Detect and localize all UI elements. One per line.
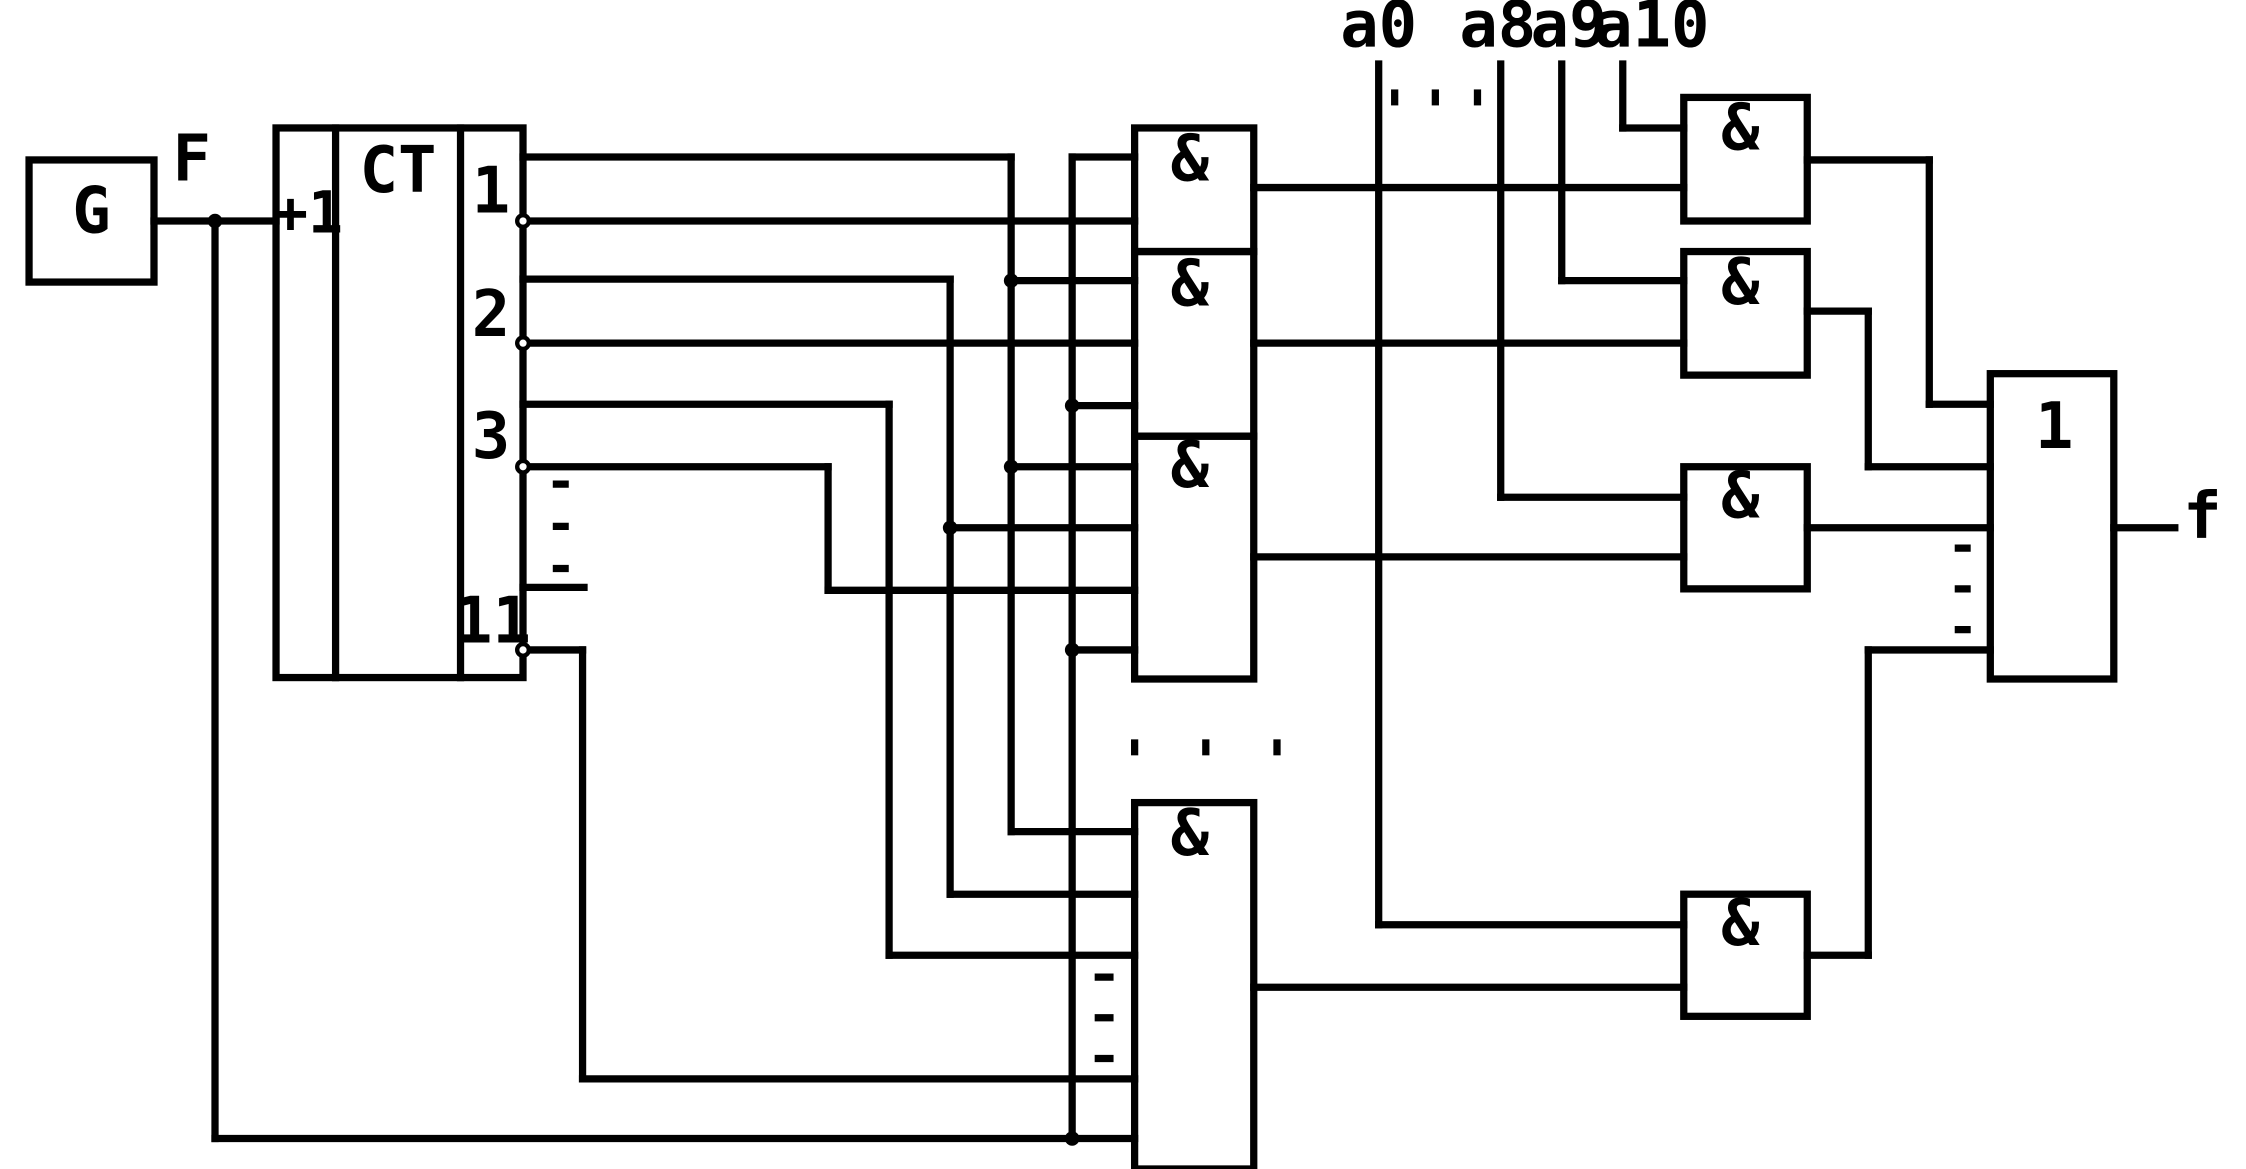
decoder-and-gate-1-label: &	[1171, 122, 1210, 196]
decoder-ellipsis	[1130, 739, 1281, 756]
selector-and-gate-a8-label: &	[1721, 460, 1760, 534]
address-input-wires	[1375, 60, 1688, 929]
selector-and-gate-a0-label: &	[1721, 887, 1760, 961]
generator-output-label: F	[173, 122, 211, 196]
address-input-a0-label: a0	[1340, 0, 1417, 63]
counter-inverted-bubbles	[515, 213, 531, 658]
selector-output-wires	[1803, 156, 1994, 959]
counter-output-label-3: 3	[472, 400, 510, 474]
decoder-and-gate-3-label: &	[1171, 429, 1210, 503]
or-gate-output-label: f	[2183, 480, 2221, 554]
address-inputs-ellipsis	[1391, 89, 1482, 106]
decoder-and-gate-last-label: &	[1171, 797, 1210, 871]
address-input-a8-label: a8	[1459, 0, 1536, 63]
counter-input-label: +1	[273, 179, 343, 247]
counter-title: CT	[360, 134, 437, 208]
decoder-and-gate-2-label: &	[1171, 247, 1210, 321]
selector-and-gate-a9-label: &	[1721, 246, 1760, 320]
decoder-last-inputs-ellipsis	[1094, 973, 1114, 1063]
counter-ellipsis	[519, 480, 588, 592]
or-gate	[1986, 370, 2179, 683]
address-input-a10-label: a10	[1594, 0, 1709, 63]
decoder-output-wires	[1250, 183, 1688, 991]
or-gate-label: 1	[2035, 390, 2073, 464]
selector-and-gate-a10-label: &	[1721, 92, 1760, 166]
counter-output-label-2: 2	[472, 278, 510, 352]
generator-block: G	[25, 156, 158, 286]
or-inputs-ellipsis	[1954, 544, 1971, 634]
generator-output-wire	[150, 213, 1139, 1143]
counter-output-wires	[519, 153, 1139, 1146]
address-input-a9-label: a9	[1531, 0, 1608, 63]
counter-output-label-1: 1	[472, 154, 510, 228]
generator-label: G	[72, 175, 110, 249]
